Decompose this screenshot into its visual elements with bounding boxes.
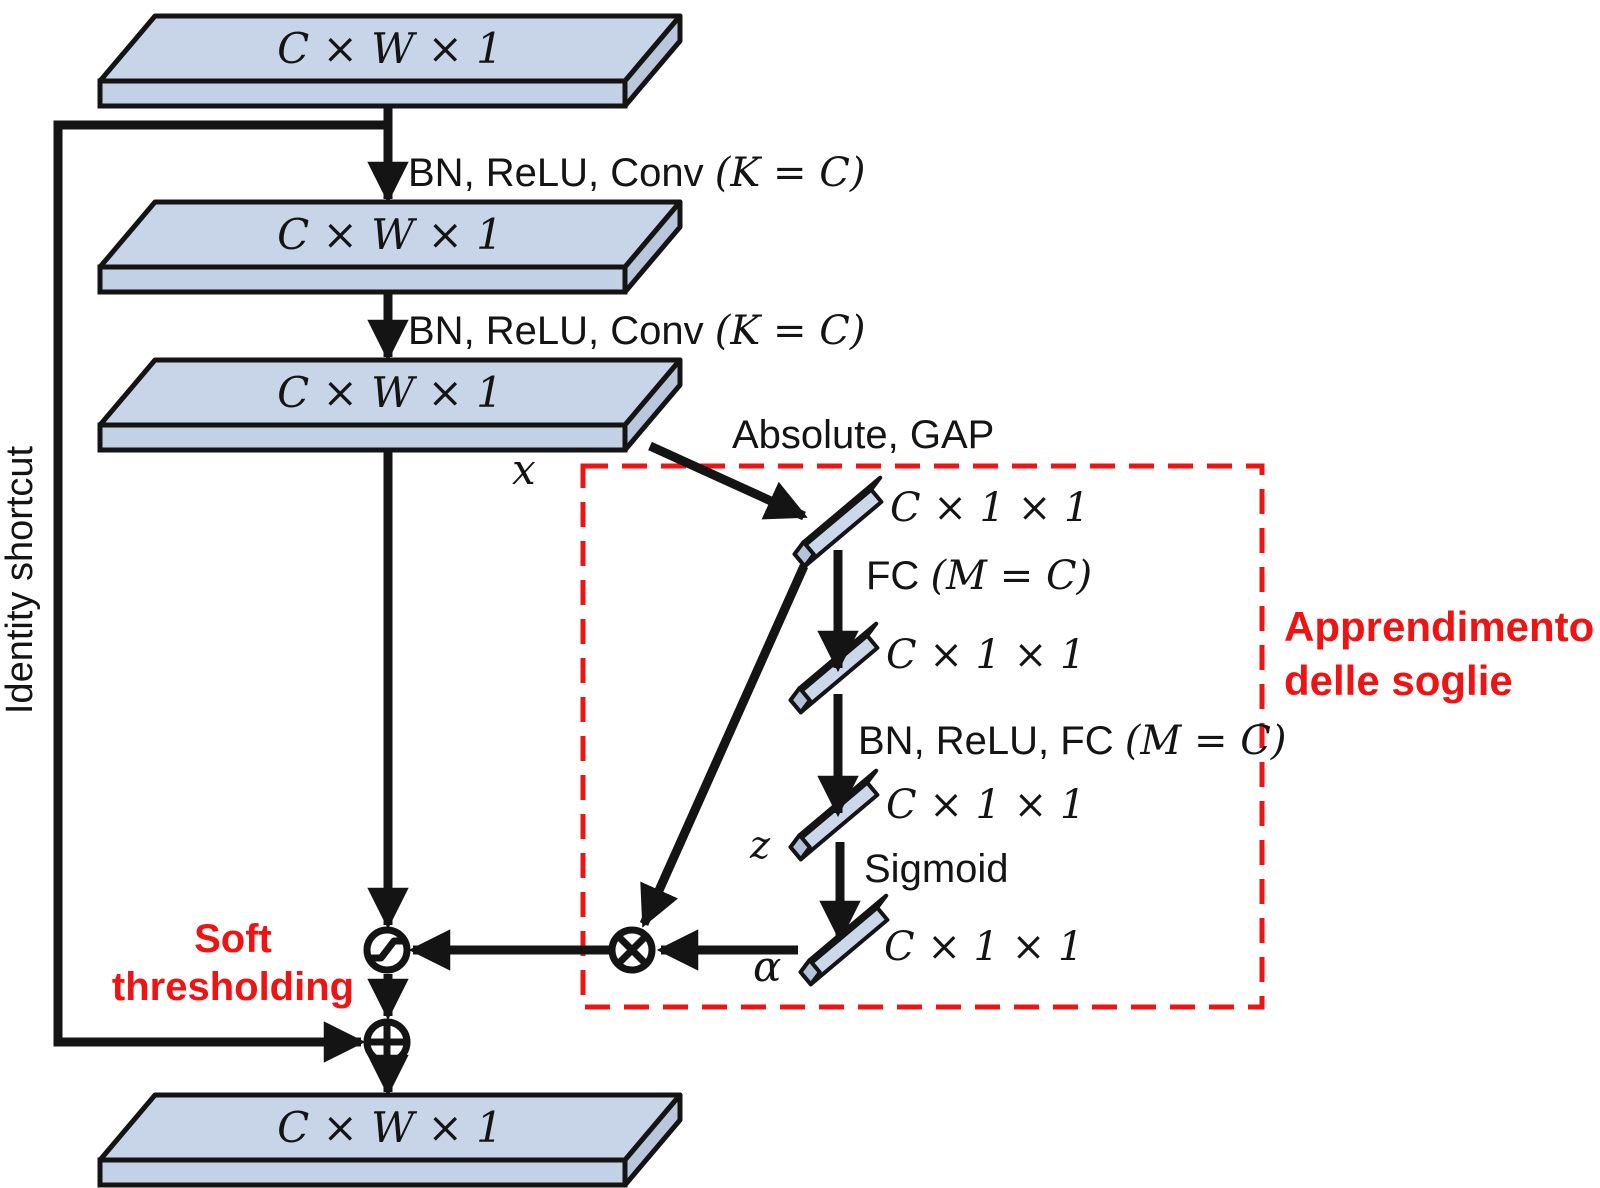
conv2-label: BN, ReLU, Conv (K = C) <box>408 308 865 354</box>
slab2-side-face <box>622 199 683 295</box>
slab1-dim-label: C × W × 1 <box>277 24 503 73</box>
threshold-learning-label-line2: delle soglie <box>1284 657 1513 704</box>
slab4-side-face <box>622 1092 683 1188</box>
soft-thresholding-label-line1: Soft <box>194 917 272 961</box>
gap-vector-dim-label: C × 1 × 1 <box>890 485 1089 531</box>
z-symbol-label: z <box>749 823 771 867</box>
feature-map-slab-3: C × W × 1 <box>97 357 683 453</box>
alpha-vector-dim-label: C × 1 × 1 <box>884 924 1083 970</box>
sigmoid-label: Sigmoid <box>864 847 1009 891</box>
slab2-dim-label: C × W × 1 <box>277 210 503 259</box>
slab3-dim-label: C × W × 1 <box>277 368 503 417</box>
multiply-icon <box>608 926 656 974</box>
fc1-label: FC (M = C) <box>866 553 1092 599</box>
slab2-front-face <box>97 264 628 295</box>
fc1-vector-dim-label: C × 1 × 1 <box>886 632 1085 678</box>
feature-map-slab-4: C × W × 1 <box>97 1092 683 1188</box>
conv1-label: BN, ReLU, Conv (K = C) <box>408 150 865 196</box>
x-symbol-label: x <box>512 445 536 494</box>
soft-threshold-icon <box>363 926 411 974</box>
slab4-dim-label: C × W × 1 <box>277 1103 503 1152</box>
add-icon <box>363 1018 411 1066</box>
absolute-gap-arrow <box>648 441 808 521</box>
slab1-front-face <box>97 78 628 109</box>
soft-thresholding-label-line2: thresholding <box>112 965 354 1009</box>
slab4-front-face <box>97 1157 628 1188</box>
fc2-label: BN, ReLU, FC (M = C) <box>858 718 1286 764</box>
threshold-learning-dashed-box <box>580 463 1265 1010</box>
slab1-side-face <box>622 13 683 109</box>
identity-shortcut-label: Identity shortcut <box>0 445 41 714</box>
feature-map-slab-1: C × W × 1 <box>97 13 683 109</box>
z-vector-dim-label: C × 1 × 1 <box>886 782 1085 828</box>
slab3-side-face <box>622 357 683 453</box>
identity-shortcut-line <box>53 120 388 1063</box>
gap-to-multiply-arrow <box>639 564 809 928</box>
slab3-front-face <box>97 422 628 453</box>
feature-map-slab-2: C × W × 1 <box>97 199 683 295</box>
absolute-gap-label: Absolute, GAP <box>732 413 994 457</box>
threshold-learning-label-line1: Apprendimento <box>1284 603 1594 650</box>
